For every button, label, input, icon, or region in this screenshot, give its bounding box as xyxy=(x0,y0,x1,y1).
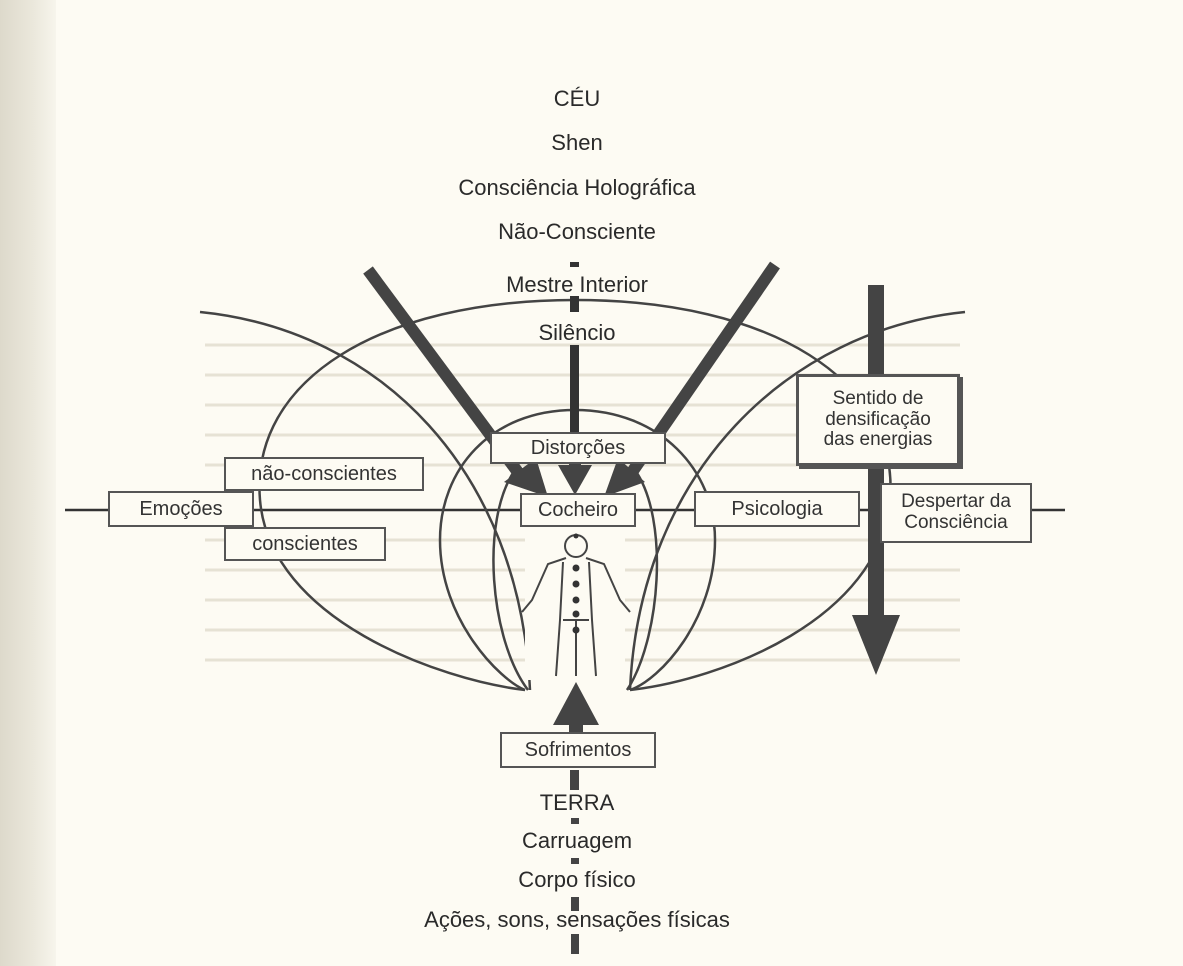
left-diagonal-arrowhead xyxy=(504,458,548,497)
box-conscientes: conscientes xyxy=(224,527,386,561)
sentido-line-1: Sentido de xyxy=(832,387,924,409)
sentido-line-2: densificação xyxy=(825,408,931,430)
despertar-line-2: Consciência xyxy=(904,512,1008,533)
inner-arc-left xyxy=(492,469,529,691)
box-distorcoes: Distorções xyxy=(490,432,666,464)
center-down-arrowhead xyxy=(558,465,592,495)
large-ellipse-left xyxy=(258,298,576,692)
box-sofrimentos: Sofrimentos xyxy=(500,732,656,768)
left-outer-arc xyxy=(199,310,532,691)
label-nao-consciente: Não-Consciente xyxy=(498,219,656,244)
box-nao-conscientes: não-conscientes xyxy=(224,457,424,491)
label-ceu: CÉU xyxy=(553,86,601,111)
center-top-dashes xyxy=(570,262,579,440)
box-despertar-da-consciencia: Despertar da Consciência xyxy=(880,483,1032,543)
inner-circle-right xyxy=(574,408,717,692)
label-shen: Shen xyxy=(551,130,603,155)
inner-arc-right xyxy=(625,469,659,691)
box-cocheiro: Cocheiro xyxy=(520,493,636,527)
despertar-line-1: Despertar da xyxy=(901,491,1011,513)
sentido-line-3: das energias xyxy=(823,429,933,451)
human-figure xyxy=(521,528,631,680)
inner-circle-left xyxy=(438,408,576,692)
label-corpo-fisico: Corpo físico xyxy=(518,867,636,892)
label-consciencia-holografica: Consciência Holográfica xyxy=(458,175,696,200)
box-sentido-de-densificacao: Sentido de densificação das energias xyxy=(796,374,960,466)
label-mestre-interior: Mestre Interior xyxy=(506,272,648,297)
right-diagonal-arrowhead xyxy=(604,458,645,497)
label-terra: TERRA xyxy=(539,790,615,815)
scan-margin-strip xyxy=(0,0,56,966)
label-acoes-sons-sensacoes: Ações, sons, sensações físicas xyxy=(424,907,730,932)
label-carruagem: Carruagem xyxy=(521,828,633,853)
box-psicologia: Psicologia xyxy=(694,491,860,527)
box-emocoes: Emoções xyxy=(108,491,254,527)
label-silencio: Silêncio xyxy=(538,320,616,345)
right-outer-arc xyxy=(628,310,966,691)
